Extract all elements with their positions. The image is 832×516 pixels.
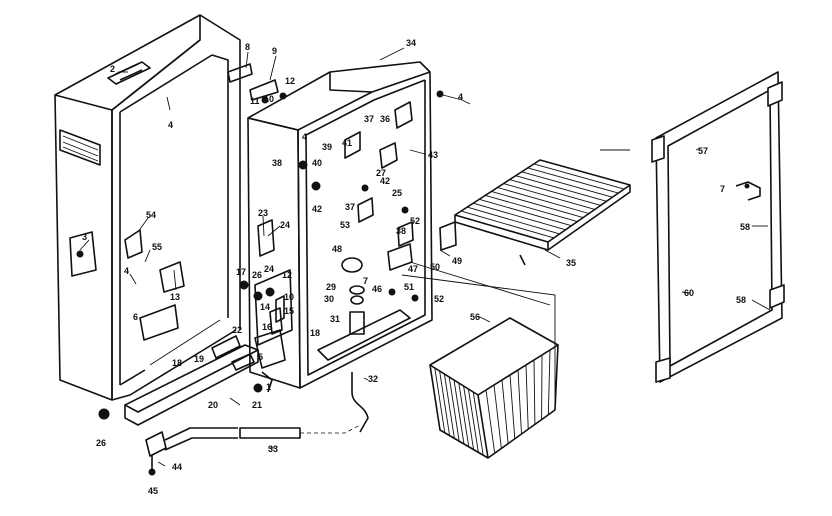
part-label: 36 xyxy=(380,114,390,124)
part-label: 45 xyxy=(148,486,158,496)
part-label: 29 xyxy=(326,282,336,292)
part-label: 11 xyxy=(250,96,260,106)
part-label: 51 xyxy=(404,282,414,292)
part-label: 38 xyxy=(396,226,406,236)
part-label: 27 xyxy=(376,168,386,178)
part-label: 22 xyxy=(232,325,242,335)
part-label: 25 xyxy=(392,188,402,198)
part-label: 32 xyxy=(368,374,378,384)
part-label: 18 xyxy=(310,328,320,338)
part-label: 7 xyxy=(720,184,725,194)
part-label: 44 xyxy=(172,462,182,472)
part-label: 52 xyxy=(434,294,444,304)
part-label: 26 xyxy=(252,270,262,280)
part-label: 54 xyxy=(146,210,156,220)
part-label: 12 xyxy=(282,270,292,280)
part-label: 12 xyxy=(285,76,295,86)
part-label: 1 xyxy=(266,382,271,392)
part-label: 13 xyxy=(170,292,180,302)
part-label: 33 xyxy=(268,444,278,454)
part-label: 42 xyxy=(380,176,390,186)
part-label: 15 xyxy=(284,306,294,316)
part-label: 60 xyxy=(684,288,694,298)
part-label: 50 xyxy=(430,262,440,272)
part-label: 2 xyxy=(110,64,115,74)
part-label: 46 xyxy=(372,284,382,294)
part-label: 19 xyxy=(194,354,204,364)
part-label: 9 xyxy=(272,46,277,56)
part-label: 10 xyxy=(264,94,274,104)
part-label: 24 xyxy=(280,220,290,230)
part-label: 20 xyxy=(208,400,218,410)
part-label: 37 xyxy=(364,114,374,124)
part-label: 3 xyxy=(82,232,87,242)
part-label: 42 xyxy=(312,204,322,214)
part-label: 34 xyxy=(406,38,416,48)
part-label: 58 xyxy=(740,222,750,232)
part-label: 41 xyxy=(342,138,352,148)
outer-cabinet xyxy=(54,14,259,426)
part-label: 52 xyxy=(410,216,420,226)
part-label: 4 xyxy=(124,266,129,276)
part-label: 37 xyxy=(345,202,355,212)
part-label: 40 xyxy=(312,158,322,168)
part-label: 43 xyxy=(428,150,438,160)
part-label: 48 xyxy=(332,244,342,254)
part-label: 23 xyxy=(258,208,268,218)
door-gasket-frame xyxy=(651,71,785,383)
part-label: 8 xyxy=(245,42,250,52)
part-label: 6 xyxy=(133,312,138,322)
part-label: 10 xyxy=(284,292,294,302)
part-label: 5 xyxy=(258,352,263,362)
part-label: 21 xyxy=(252,400,262,410)
part-label: 18 xyxy=(172,358,182,368)
part-label: 49 xyxy=(452,256,462,266)
inner-liner xyxy=(145,61,556,476)
part-label: 53 xyxy=(340,220,350,230)
part-labels: 2 4 3 4 54 55 13 6 8 9 11 10 12 23 24 17… xyxy=(82,38,750,496)
part-label: 55 xyxy=(152,242,162,252)
wire-basket xyxy=(429,317,559,459)
part-label: 31 xyxy=(330,314,340,324)
wire-shelf xyxy=(439,159,631,266)
part-label: 7 xyxy=(363,276,368,286)
part-label: 4 xyxy=(302,132,307,142)
leader-lines xyxy=(79,47,771,467)
part-label: 26 xyxy=(96,438,106,448)
part-label: 47 xyxy=(408,264,418,274)
part-label: 16 xyxy=(262,322,272,332)
part-label: 4 xyxy=(458,92,463,102)
part-label: 58 xyxy=(736,295,746,305)
part-label: 57 xyxy=(698,146,708,156)
part-label: 24 xyxy=(264,264,274,274)
part-label: 39 xyxy=(322,142,332,152)
part-label: 35 xyxy=(566,258,576,268)
part-label: 14 xyxy=(260,302,270,312)
part-label: 38 xyxy=(272,158,282,168)
part-label: 17 xyxy=(236,267,246,277)
part-label: 4 xyxy=(168,120,173,130)
part-label: 30 xyxy=(324,294,334,304)
part-label: 56 xyxy=(470,312,480,322)
